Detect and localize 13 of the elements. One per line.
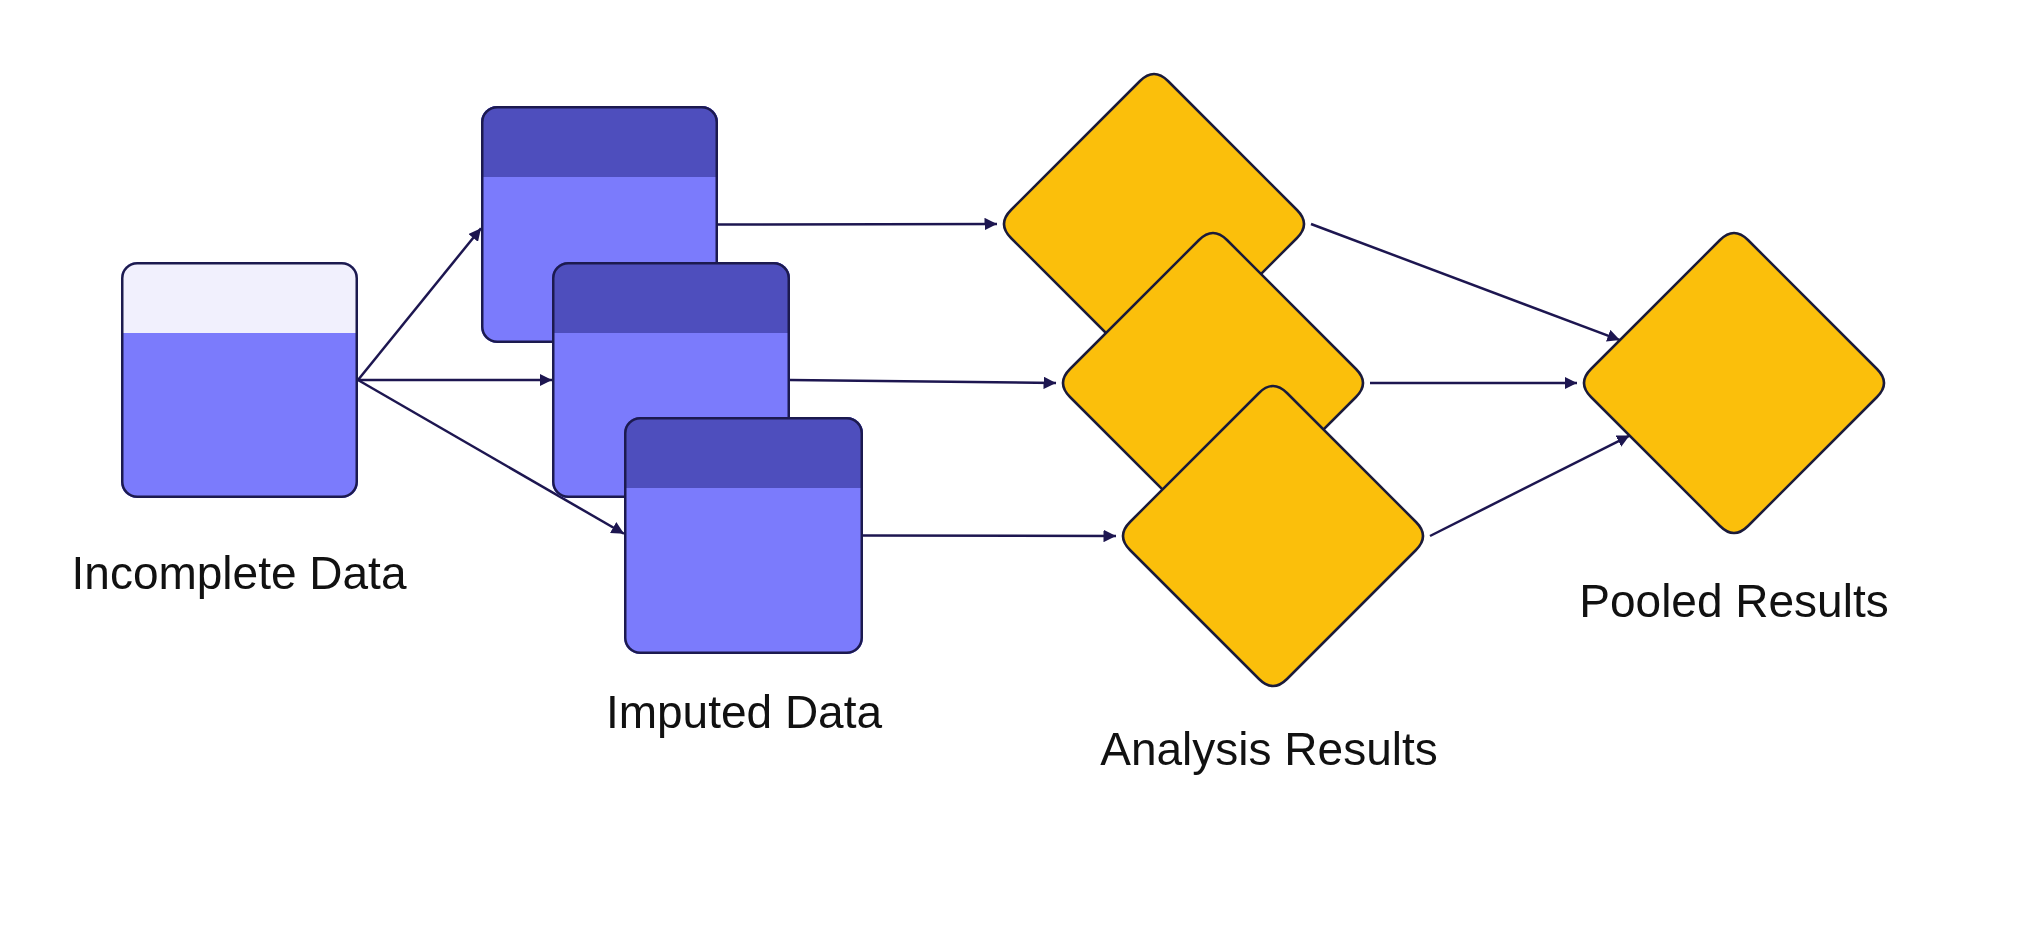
arrow — [863, 529, 1116, 543]
arrow — [790, 376, 1057, 390]
arrow — [1429, 434, 1631, 538]
arrow — [1370, 376, 1577, 390]
group-caption: Imputed Data — [604, 685, 884, 740]
node-caption: Incomplete Data — [70, 546, 408, 601]
node-caption: Pooled Results — [1578, 574, 1890, 629]
arrow — [357, 378, 625, 535]
arrow — [718, 217, 997, 231]
arrow — [1310, 222, 1621, 342]
arrow — [357, 227, 482, 381]
arrow — [358, 373, 552, 387]
group-caption: Analysis Results — [1099, 722, 1439, 777]
